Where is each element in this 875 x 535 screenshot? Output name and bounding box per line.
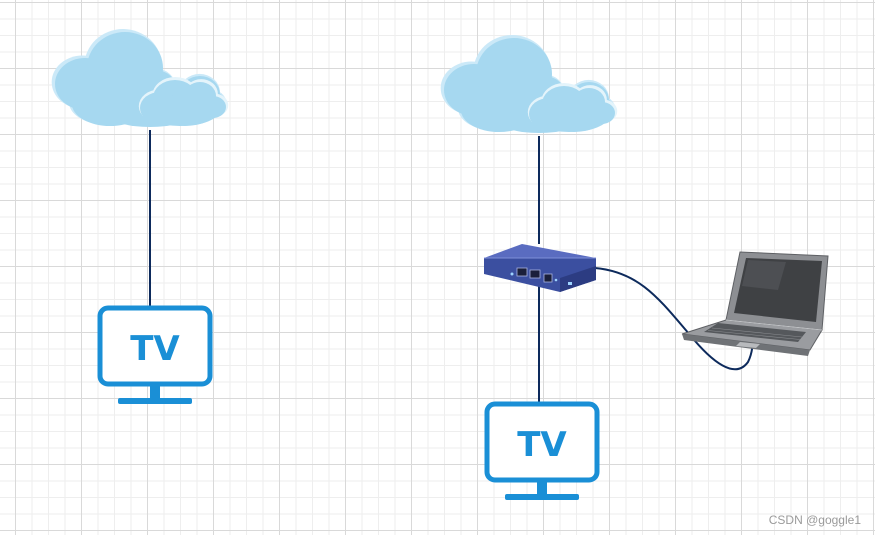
tv-icon: TV <box>97 305 213 404</box>
watermark: CSDN @goggle1 <box>768 513 861 527</box>
cloud-icon <box>51 29 229 127</box>
router-icon <box>484 244 596 292</box>
tv-label: TV <box>517 425 567 465</box>
tv-label: TV <box>130 329 180 369</box>
laptop-icon <box>681 251 829 356</box>
tv-icon: TV <box>484 401 600 500</box>
link-router-laptop <box>594 267 754 371</box>
connections <box>149 130 754 402</box>
cloud-icon <box>440 35 618 133</box>
